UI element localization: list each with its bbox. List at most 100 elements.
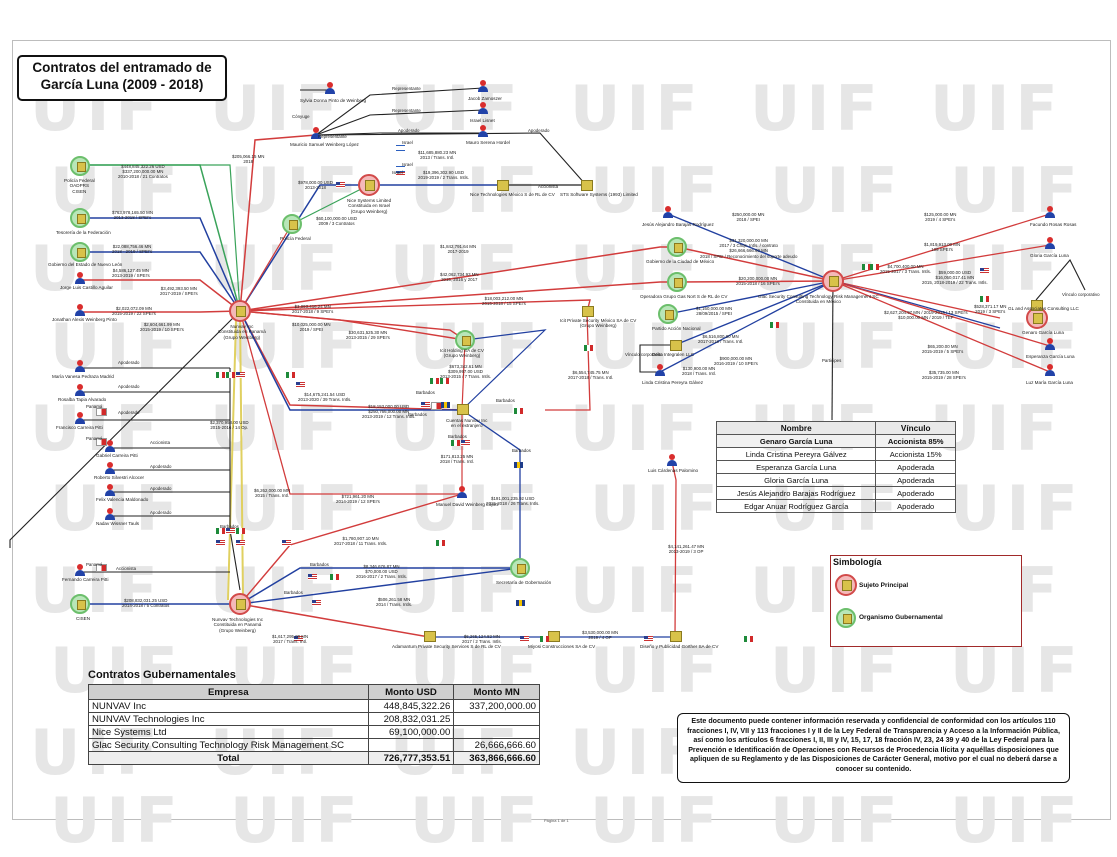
- nuevo-leon-node-icon: [70, 242, 90, 262]
- partido-node-icon: [658, 304, 678, 324]
- gabriel-pitti-label: Gabriel Carreira Pitti: [96, 453, 138, 458]
- person-head-icon: [459, 486, 465, 492]
- nunvav-node-icon: [229, 300, 251, 322]
- person-body-icon: [105, 490, 115, 496]
- nunvav-label: Nunvav Inc Constituida en Panamá (Grupo …: [218, 324, 266, 340]
- esperanza-icon: [1045, 338, 1055, 350]
- edge-line: [80, 164, 241, 312]
- partido-label: Partido Acción Nacional: [652, 326, 701, 331]
- flag-us-icon: [226, 528, 235, 534]
- felix-icon: [105, 484, 115, 496]
- edge-line: [832, 280, 1051, 373]
- edge-label-e17: $10,025,000.00 MN 2019 / SPEI: [292, 322, 331, 333]
- gloria-label: Gloria García Luna: [1030, 253, 1069, 258]
- edge-line: [676, 280, 834, 283]
- person-head-icon: [327, 82, 333, 88]
- edge-label-e4: $4,586,127.45 MN 2013-2019 / SPEI's: [112, 268, 150, 279]
- legend-sujeto-label: Sujeto Principal: [859, 582, 909, 589]
- edge-label-e36: $250,000.00 MN 2018 / SPEI: [732, 212, 765, 223]
- nuevo_leon-label: Gobierno del Estado de Nuevo León: [48, 262, 123, 267]
- watermark-text: UIF: [590, 154, 724, 227]
- person-body-icon: [478, 86, 488, 92]
- diseno-label: Diseño y Publicidad Gorther SA de CV: [640, 644, 719, 649]
- edge-label-e26: $6,262,000.00 MN 2015 / Trans. Intl.: [254, 488, 291, 499]
- person-body-icon: [105, 468, 115, 474]
- cisen-label: CISEN: [76, 616, 91, 621]
- watermark-text: UIF: [230, 472, 364, 545]
- nice-node-icon: [358, 174, 380, 196]
- relation-label-representante: Representante: [392, 86, 421, 91]
- relation-label-barbados: Barbados: [220, 524, 239, 529]
- cdmx-node-icon: [667, 237, 687, 257]
- watermark-text: UIF: [590, 472, 724, 545]
- edge-label-e19: $14,675,241.54 USD 2013-2020 / 39 Trans.…: [298, 392, 352, 403]
- main-subject-icon: [835, 574, 857, 596]
- person-head-icon: [480, 125, 486, 131]
- rosalba-icon: [75, 384, 85, 396]
- watermark-text: UIF: [30, 392, 164, 465]
- person-head-icon: [107, 484, 113, 490]
- edge-label-e50: $35,735.00 MN 2015-2019 / 28 SPEI's: [922, 370, 966, 381]
- contracts-row: Glac Security Consulting Technology Risk…: [88, 738, 540, 752]
- edge-label-e6: $2,022,072.09 MN 2015-2019 / 22 SPEI's: [112, 306, 156, 317]
- person-body-icon: [75, 390, 85, 396]
- esperanza-label: Esperanza García Luna: [1026, 354, 1075, 359]
- relation-label-barbados: Barbados: [496, 398, 515, 403]
- person-head-icon: [107, 508, 113, 514]
- edge-line: [291, 184, 370, 225]
- fernando-pitti-icon: [75, 564, 85, 576]
- edge-label-e30: $208,832,031.25 USD 2014-2018 / 5 Contra…: [122, 598, 170, 609]
- fernando-pitti-label: Fernando Carreira Pitti: [62, 577, 109, 582]
- edge-line: [315, 87, 484, 136]
- watermark-text: UIF: [750, 72, 884, 145]
- person-body-icon: [663, 212, 673, 218]
- jonathan-icon: [75, 304, 85, 316]
- edge-label-e21: $673,342.61 MN $309,997.00 USD 2013-2015…: [440, 364, 492, 380]
- flag-mx-icon: [236, 528, 245, 534]
- nadav-label: Nadav Wissner Tauls: [96, 521, 140, 526]
- relation-label-apoderado: Apoderado: [150, 486, 172, 491]
- relation-label-accionista: Accionista: [538, 184, 559, 189]
- person-head-icon: [1047, 237, 1053, 243]
- person-body-icon: [1045, 370, 1055, 376]
- edge-line: [676, 246, 834, 282]
- fecundo-label: Facundo Rosas Rosas: [1030, 222, 1077, 227]
- flag-mx-icon: [540, 636, 549, 642]
- person-body-icon: [457, 492, 467, 498]
- edge-label-e27: $6,554,745.75 MN 2017-2018 / Trans. Intl…: [568, 370, 614, 381]
- watermark-text: UIF: [390, 554, 524, 627]
- edge-label-e33: $6,265,124.82 MN 2017 / 2 Trans. Intls.: [462, 634, 502, 645]
- mauro-label: Mauro Serena Hordel: [466, 140, 510, 145]
- edge-label-e44: $1,819,913.00 MN 109 SPEI's: [924, 242, 961, 253]
- flag-us-icon: [296, 382, 305, 388]
- relation-label-barbados: Barbados: [416, 390, 435, 395]
- policia-federal-node-icon: [70, 156, 90, 176]
- flag-mx-icon: [430, 378, 439, 384]
- edge-label-e11: $11,685,880.23 MN 2013 / Trans. Intl.: [418, 150, 457, 161]
- edge-label-e18: $30,631,525.30 MN 2013-2015 / 29 SPEI's: [346, 330, 390, 341]
- gabriel-pitti-icon: [105, 440, 115, 452]
- sts-icon: [581, 180, 593, 191]
- flag-bb-icon: [441, 402, 450, 408]
- relation-label-apoderado: Apoderado: [398, 128, 420, 133]
- manuel-label: Manuel David Weinberg López: [436, 502, 499, 507]
- edge-label-e15: $3,093,416.24 MN 2017-2018 / 9 SPEI's: [292, 304, 334, 315]
- edge-line: [239, 184, 369, 312]
- person-body-icon: [75, 278, 85, 284]
- policia_federal_cisen-label: Policía Federal OADPRS CISEN: [64, 178, 95, 194]
- edge-line: [1035, 259, 1086, 301]
- flag-mx-icon: [514, 408, 523, 414]
- edge-line: [239, 567, 521, 605]
- contracts-header-mn: Monto MN: [453, 684, 540, 700]
- flag-mx-icon: [584, 345, 593, 351]
- gloria-icon: [1045, 237, 1055, 249]
- relation-label-barbados: Barbados: [310, 562, 329, 567]
- edge-line: [667, 213, 834, 282]
- jesus-barajas-label: Jesús Alejandro Barajas Rodríguez: [642, 222, 714, 227]
- edge-line: [239, 310, 463, 411]
- francisco-pitti-label: Francisco Carreira Pitti: [56, 425, 103, 430]
- glac-node-icon: [822, 270, 844, 292]
- watermark-text: UIF: [770, 310, 904, 383]
